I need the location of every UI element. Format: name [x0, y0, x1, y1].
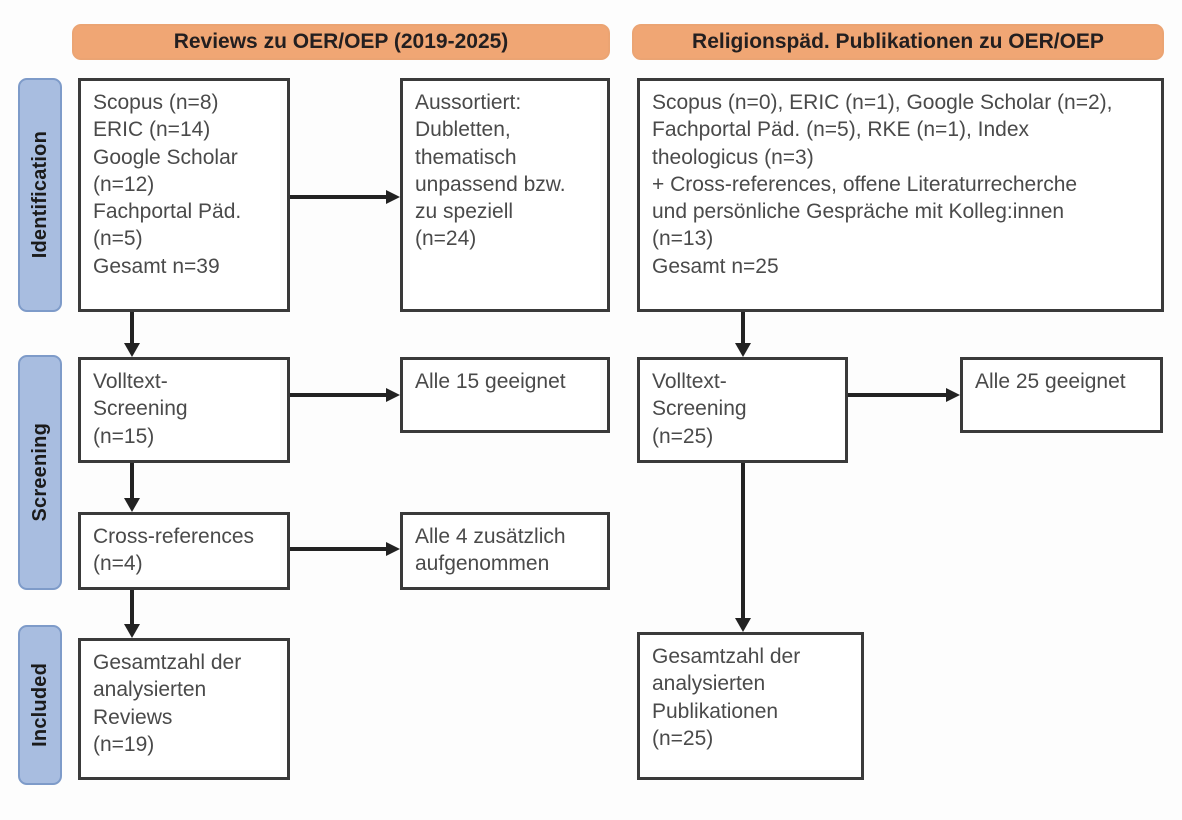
arrow-left-screening-to-result: [290, 388, 400, 402]
node-right-screening-result: Alle 25 geeignet: [960, 357, 1163, 433]
node-left-included: Gesamtzahl der analysierten Reviews (n=1…: [78, 638, 290, 780]
arrow-right-screening-to-included: [735, 463, 751, 632]
arrow-left-crossrefs-to-result: [290, 542, 400, 556]
node-left-crossrefs: Cross-references (n=4): [78, 512, 290, 590]
node-left-crossrefs-result: Alle 4 zusätzlich aufgenommen: [400, 512, 610, 590]
node-right-sources: Scopus (n=0), ERIC (n=1), Google Scholar…: [637, 78, 1164, 312]
phase-label-included: Included: [18, 625, 62, 785]
column-header-reviews: Reviews zu OER/OEP (2019-2025): [72, 24, 610, 60]
phase-label-identification: Identification: [18, 78, 62, 312]
phase-label-screening: Screening: [18, 355, 62, 590]
arrow-left-sources-to-screening: [124, 312, 140, 357]
node-right-screening: Volltext- Screening (n=25): [637, 357, 848, 463]
arrow-left-screening-to-crossrefs: [124, 463, 140, 512]
arrow-right-sources-to-screening: [735, 312, 751, 357]
node-left-excluded: Aussortiert: Dubletten, thematisch unpas…: [400, 78, 610, 312]
node-left-sources: Scopus (n=8) ERIC (n=14) Google Scholar …: [78, 78, 290, 312]
column-header-publikationen: Religionspäd. Publikationen zu OER/OEP: [632, 24, 1164, 60]
node-left-screening: Volltext- Screening (n=15): [78, 357, 290, 463]
arrow-right-screening-to-result: [848, 388, 960, 402]
node-left-screening-result: Alle 15 geeignet: [400, 357, 610, 433]
arrow-left-crossrefs-to-included: [124, 590, 140, 638]
node-right-included: Gesamtzahl der analysierten Publikatione…: [637, 632, 864, 780]
arrow-left-sources-to-excluded: [290, 190, 400, 204]
